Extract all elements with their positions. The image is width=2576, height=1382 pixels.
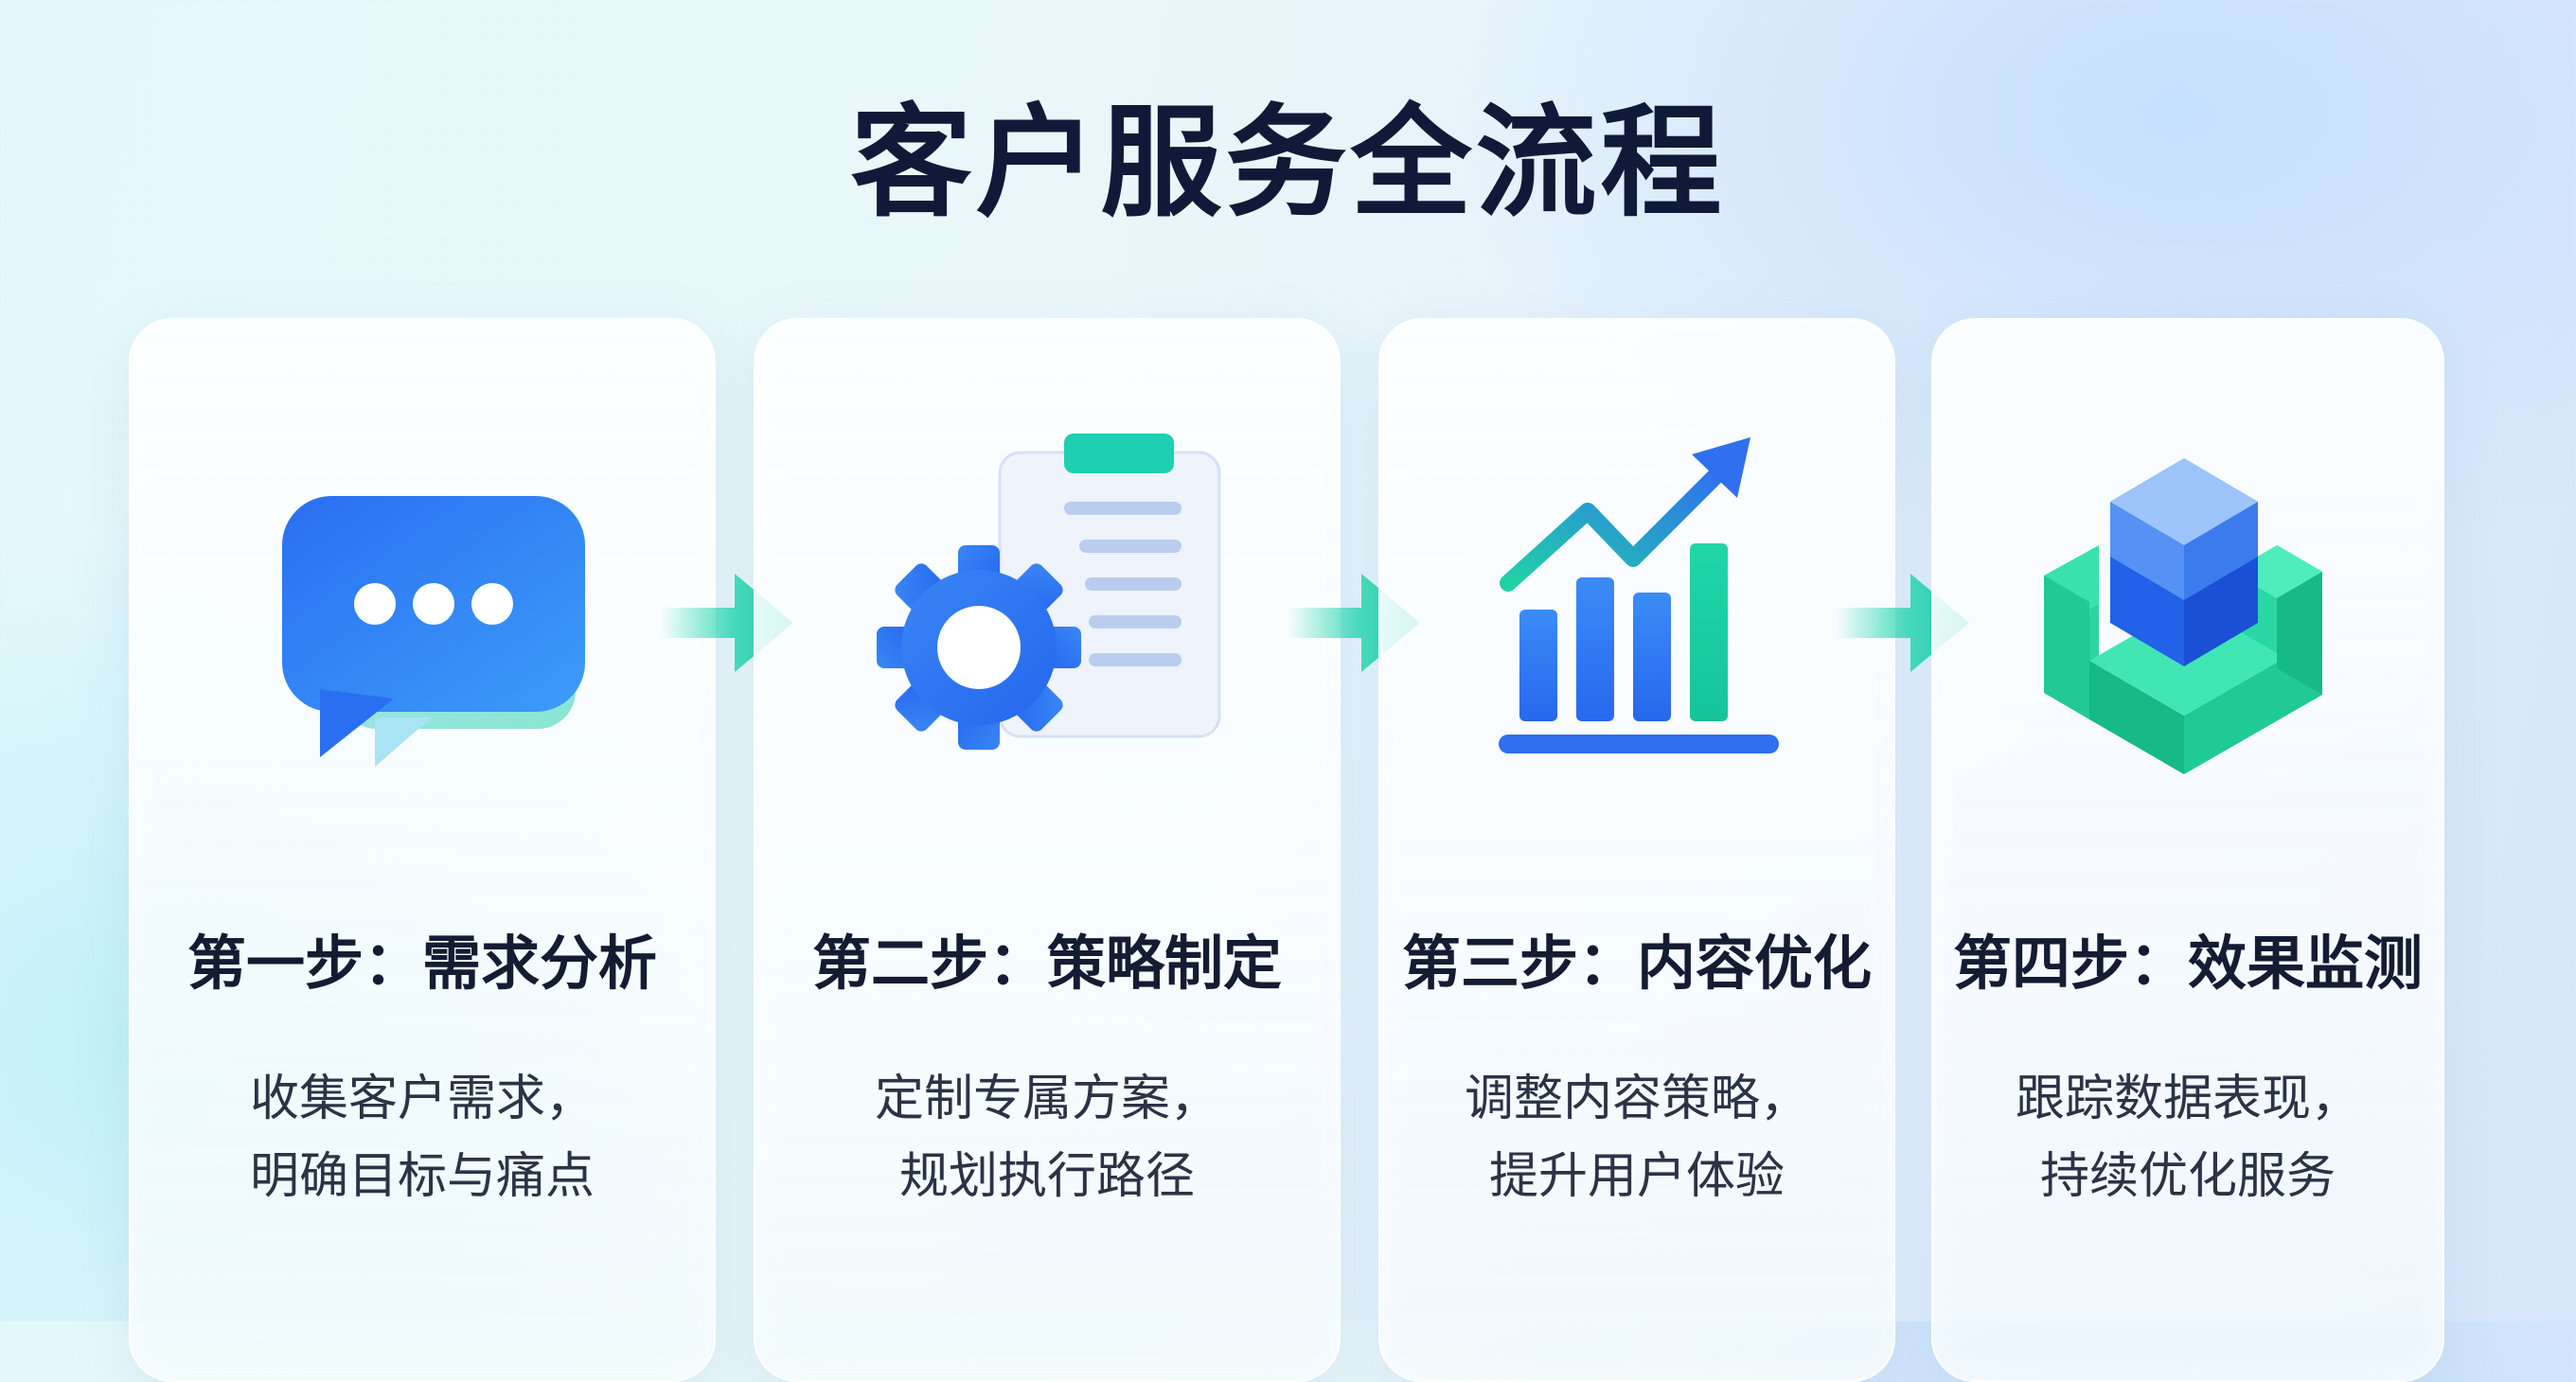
step-card-3: 第三步：内容优化 调整内容策略， 提升用户体验 <box>1378 318 1895 1382</box>
step-description-line: 提升用户体验 <box>1488 1148 1785 1205</box>
step-title: 第三步：内容优化 <box>1401 929 1872 998</box>
step-description-line: 跟踪数据表现， <box>2015 1071 2360 1127</box>
gear-clipboard-icon <box>755 405 1339 784</box>
step-card-4: 第四步：效果监测 跟踪数据表现， 持续优化服务 <box>1931 318 2444 1382</box>
step-description-line: 收集客户需求， <box>249 1071 595 1127</box>
step-description: 跟踪数据表现， 持续优化服务 <box>1933 1060 2443 1215</box>
step-title: 第二步：策略制定 <box>811 929 1282 998</box>
step-description: 定制专属方案， 规划执行路径 <box>755 1060 1339 1215</box>
step-card-2: 第二步：策略制定 定制专属方案， 规划执行路径 <box>754 318 1341 1382</box>
chat-bubble-icon <box>131 405 714 784</box>
step-description-line: 持续优化服务 <box>2039 1148 2336 1205</box>
step-description: 调整内容策略， 提升用户体验 <box>1380 1060 1893 1215</box>
step-card-1: 第一步：需求分析 收集客户需求， 明确目标与痛点 <box>129 318 716 1382</box>
step-description-line: 定制专属方案， <box>874 1071 1219 1127</box>
step-description-line: 规划执行路径 <box>898 1148 1195 1205</box>
growth-chart-icon <box>1380 405 1893 784</box>
step-description-line: 调整内容策略， <box>1464 1071 1809 1127</box>
step-description: 收集客户需求， 明确目标与痛点 <box>131 1060 714 1215</box>
step-title: 第一步：需求分析 <box>187 929 657 998</box>
page-title: 客户服务全流程 <box>850 93 1726 234</box>
cube-blocks-icon <box>1933 405 2443 784</box>
step-description-line: 明确目标与痛点 <box>249 1148 595 1205</box>
step-title: 第四步：效果监测 <box>1952 929 2423 998</box>
